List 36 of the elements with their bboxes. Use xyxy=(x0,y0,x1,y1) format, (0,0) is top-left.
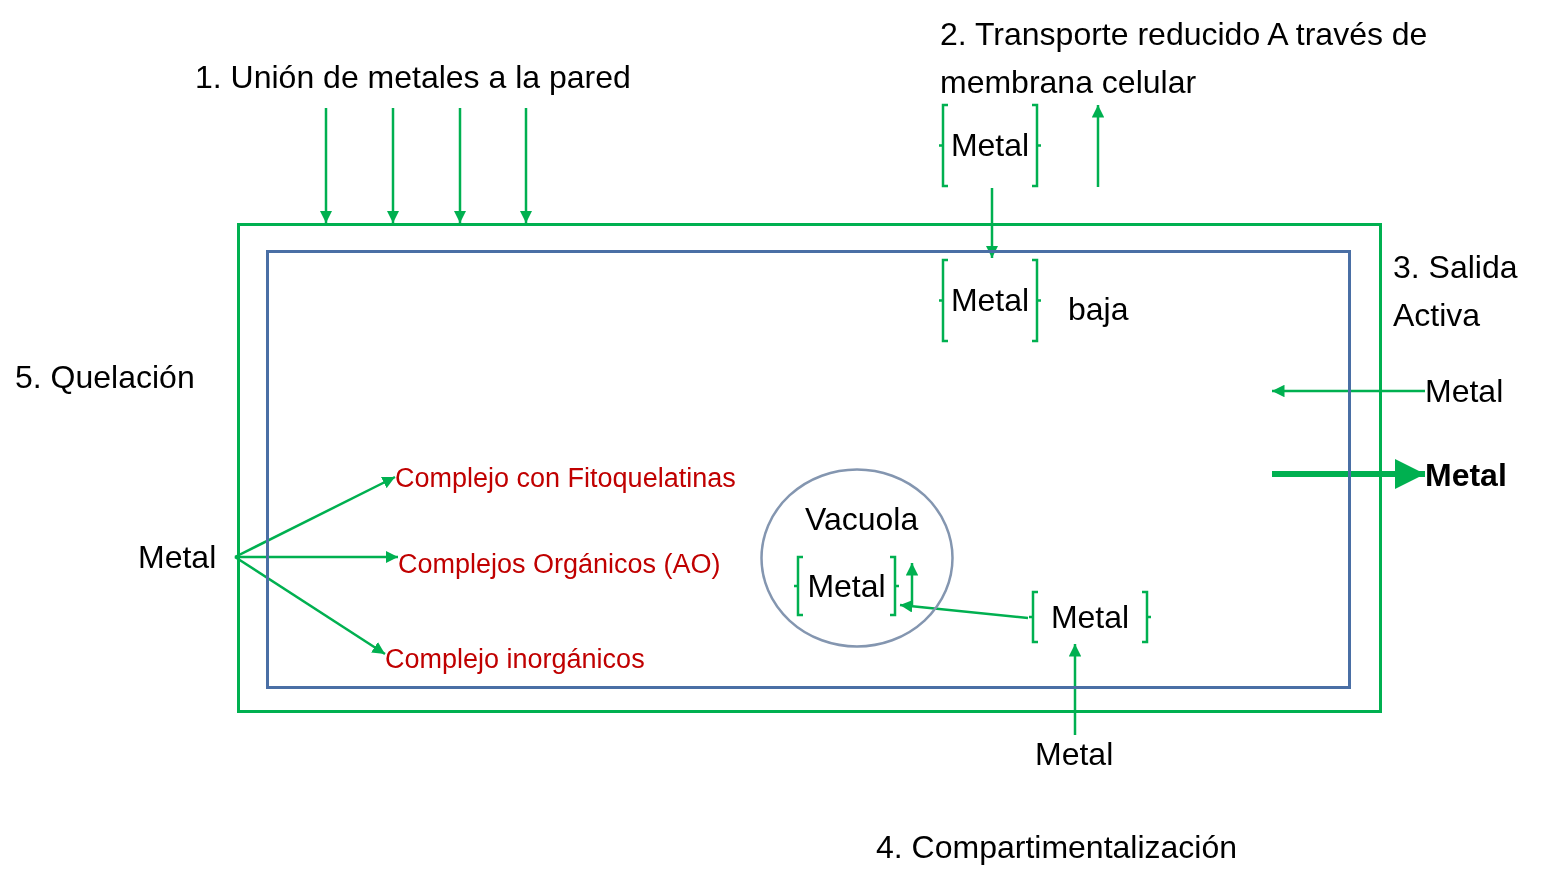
arrow xyxy=(319,108,333,223)
bracketed-node xyxy=(938,103,1042,188)
metal-label: Metal xyxy=(950,281,1030,320)
node-label: Metal xyxy=(1425,456,1535,502)
vacuole-circle xyxy=(760,468,954,648)
heading-label: 5. Quelación xyxy=(15,358,196,397)
complex-label: Complejo con Fitoquelatinas xyxy=(395,462,785,498)
arrow xyxy=(519,108,533,223)
node-label: Metal xyxy=(138,538,235,582)
arrow xyxy=(1068,644,1082,735)
bracketed-node xyxy=(1028,590,1152,644)
node-label: Metal xyxy=(1035,735,1140,779)
arrow xyxy=(985,188,999,258)
metal-label: Metal xyxy=(1050,597,1130,637)
cell-membrane-outline xyxy=(266,250,1351,689)
node-label: Metal xyxy=(1425,372,1535,418)
complex-label: Complejo inorgánicos xyxy=(385,643,685,679)
arrow xyxy=(234,475,396,559)
arrow xyxy=(1272,459,1425,489)
arrow xyxy=(899,600,1029,620)
side-note: baja xyxy=(1068,290,1129,329)
complex-label: Complejos Orgánicos (AO) xyxy=(398,548,758,584)
node-label: 1. Unión de metales a la pared xyxy=(195,58,740,108)
bracketed-node xyxy=(938,258,1042,343)
vacuole-label: Vacuola xyxy=(805,500,919,539)
arrow xyxy=(453,108,467,223)
arrow xyxy=(1272,384,1425,398)
arrow xyxy=(234,555,386,656)
metal-label: Metal xyxy=(807,566,886,606)
cell-wall-outline xyxy=(237,223,1382,713)
bracketed-node xyxy=(793,555,900,617)
metal-label: Metal xyxy=(950,126,1030,165)
heading-label: 2. Transporte reducido A través de membrana celular xyxy=(940,15,1429,102)
heading-label: 3. Salida Activa xyxy=(1393,248,1519,335)
heading-label: 4. Compartimentalización xyxy=(876,828,1239,867)
arrow xyxy=(386,108,400,223)
